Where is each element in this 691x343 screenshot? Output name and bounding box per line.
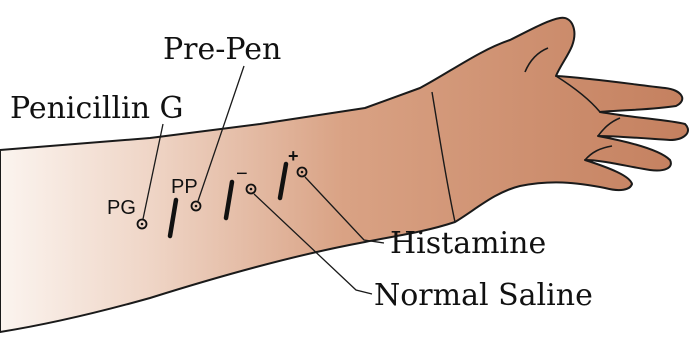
label-pre-pen: Pre-Pen (163, 32, 281, 67)
label-normal-saline: Normal Saline (374, 278, 593, 313)
label-histamine: Histamine (390, 226, 546, 261)
site-label-minus: − (236, 163, 248, 185)
site-label-pg: PG (107, 197, 136, 219)
site-label-pp: PP (171, 176, 198, 198)
site-label-plus: + (288, 146, 299, 166)
label-penicillin-g: Penicillin G (10, 91, 184, 126)
